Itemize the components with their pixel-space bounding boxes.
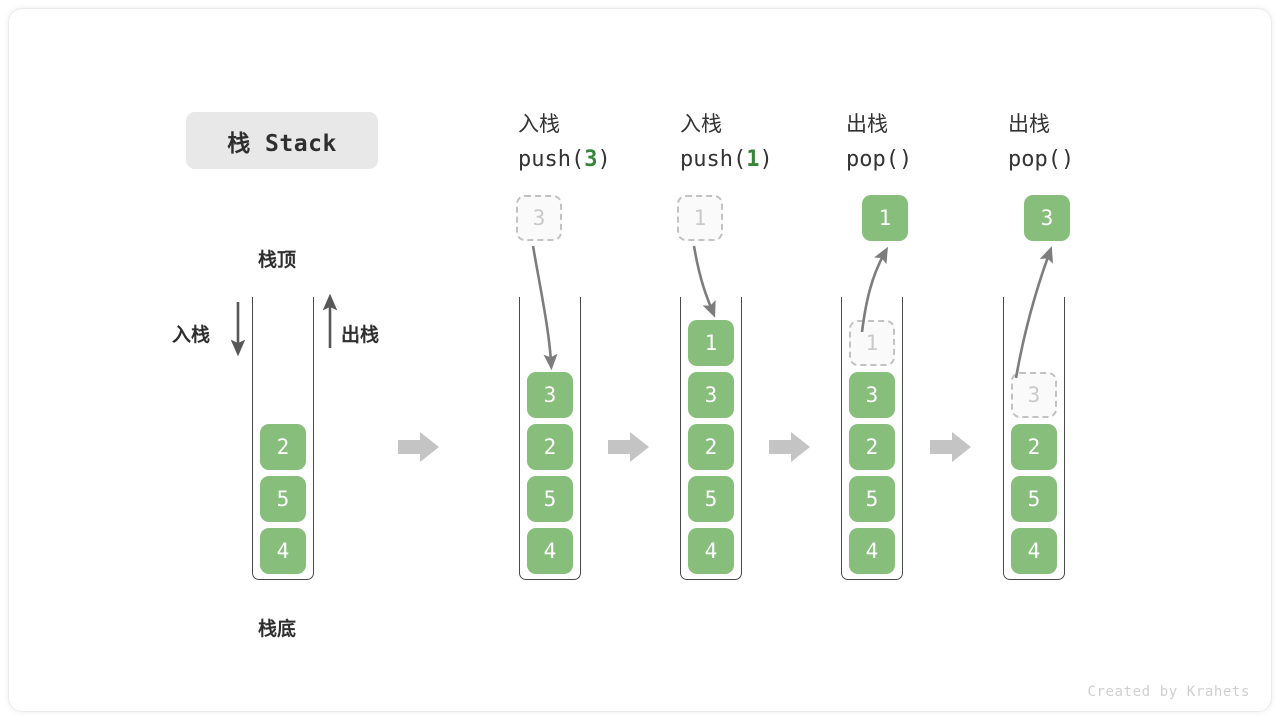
code-post: ) (898, 147, 913, 172)
stack-box: 4 (849, 528, 895, 574)
stack-box: 3 (688, 372, 734, 418)
code-pre: pop( (846, 147, 899, 172)
stack-box: 3 (849, 372, 895, 418)
column-header-cjk: 出栈 (1008, 112, 1050, 136)
vacated-ghost-box: 3 (1011, 372, 1057, 418)
code-post: ) (1060, 147, 1075, 172)
stack-box: 5 (688, 476, 734, 522)
stack-box: 5 (260, 476, 306, 522)
stack-box: 4 (1011, 528, 1057, 574)
push-side-label: 入栈 (172, 324, 211, 346)
stack-container (519, 297, 581, 580)
column-header-pop-3: 出栈 pop() (1008, 106, 1074, 178)
code-pre: pop( (1008, 147, 1061, 172)
stack-box: 2 (260, 424, 306, 470)
stack-box: 4 (688, 528, 734, 574)
stack-box: 5 (527, 476, 573, 522)
code-post: ) (759, 147, 773, 172)
stack-box: 2 (1011, 424, 1057, 470)
code-arg: 3 (584, 147, 598, 172)
separator-arrow-icon-3 (769, 430, 811, 464)
code-pre: push( (518, 147, 585, 172)
separator-arrow-icon-4 (930, 430, 972, 464)
vacated-ghost-box: 1 (849, 320, 895, 366)
stack-container (252, 297, 314, 580)
stack-box: 3 (527, 372, 573, 418)
column-header-cjk: 出栈 (846, 112, 888, 136)
column-header-code: push(3) (518, 142, 611, 178)
incoming-ghost-box: 3 (516, 195, 562, 241)
pop-side-label: 出栈 (341, 324, 380, 346)
stack-container (680, 297, 742, 580)
column-header-push-3: 入栈 push(3) (518, 106, 611, 178)
stack-container (841, 297, 903, 580)
column-header-code: pop() (846, 142, 912, 178)
column-header-code: push(1) (680, 142, 773, 178)
footer-credit: Created by Krahets (1087, 684, 1250, 700)
separator-arrow-icon-2 (608, 430, 650, 464)
stack-top-label: 栈顶 (258, 249, 297, 271)
column-header-cjk: 入栈 (518, 112, 560, 136)
stack-box: 4 (527, 528, 573, 574)
stack-box: 4 (260, 528, 306, 574)
incoming-ghost-box: 1 (677, 195, 723, 241)
stack-box: 2 (849, 424, 895, 470)
stack-box: 2 (527, 424, 573, 470)
stack-box: 5 (849, 476, 895, 522)
popped-box: 1 (862, 195, 908, 241)
column-header-push-1: 入栈 push(1) (680, 106, 773, 178)
code-arg: 1 (746, 147, 760, 172)
stack-box: 5 (1011, 476, 1057, 522)
stack-container (1003, 297, 1065, 580)
code-pre: push( (680, 147, 747, 172)
column-header-cjk: 入栈 (680, 112, 722, 136)
code-post: ) (597, 147, 611, 172)
column-header-pop-1: 出栈 pop() (846, 106, 912, 178)
title-badge: 栈 Stack (186, 112, 378, 169)
stack-box: 2 (688, 424, 734, 470)
popped-box: 3 (1024, 195, 1070, 241)
column-header-code: pop() (1008, 142, 1074, 178)
stack-bottom-label: 栈底 (258, 618, 297, 640)
separator-arrow-icon-1 (398, 430, 440, 464)
stack-box: 1 (688, 320, 734, 366)
